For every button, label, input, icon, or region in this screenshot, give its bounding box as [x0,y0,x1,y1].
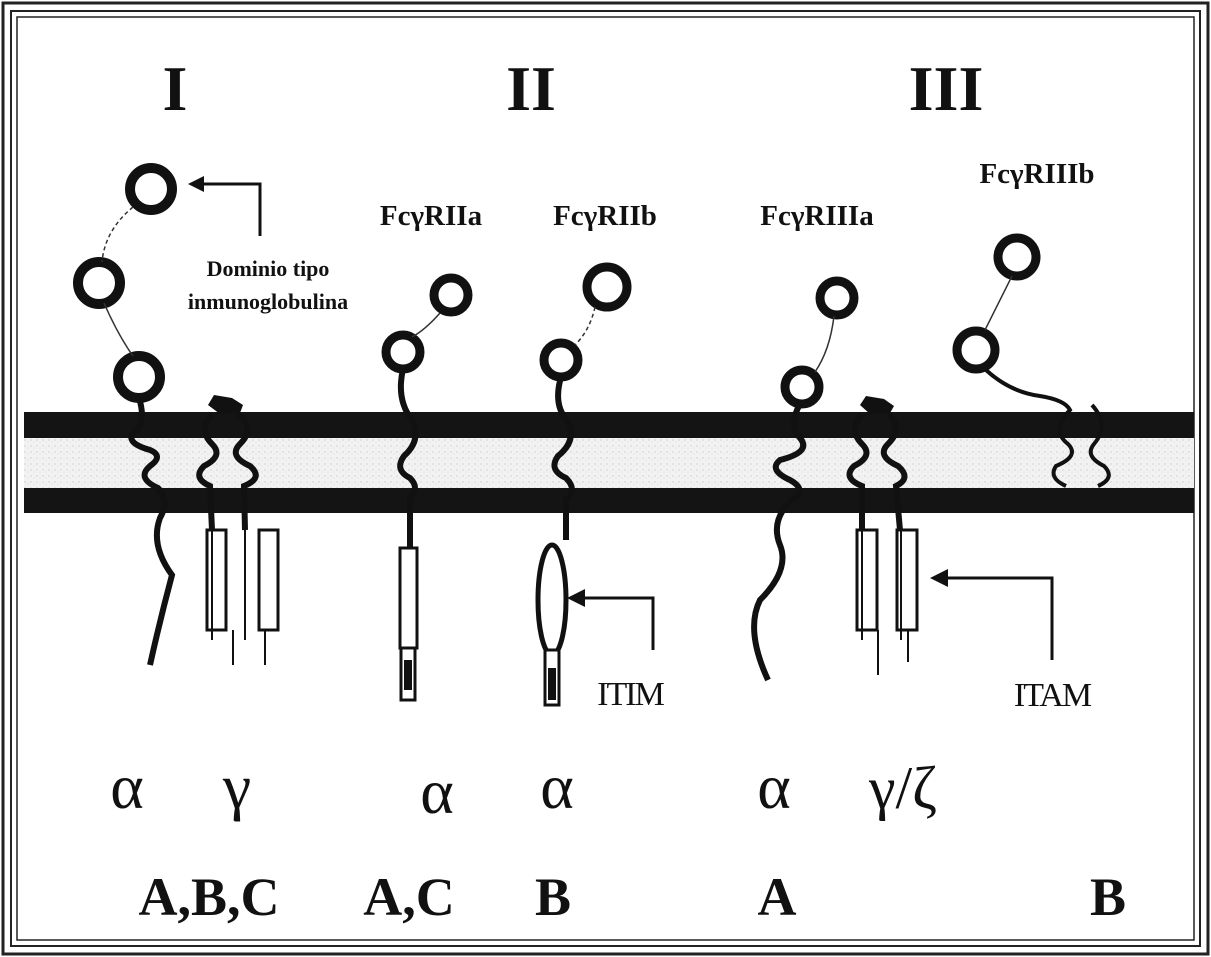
itam-box [207,530,226,630]
ig-domain-2 [544,343,578,377]
ig-domain-label-line1: Dominio tipo [207,256,330,281]
fcgriiia-label: FcγRIIIa [760,200,874,232]
fcgriiia-isoforms: A [758,867,797,927]
ig-domain-1 [820,281,854,315]
fcgriiia-gamma-zeta-chain: γ/ζ [868,755,937,821]
class-i-isoforms: A,B,C [138,867,279,927]
fcgriia-alpha-chain: α [420,756,454,827]
ig-domain-2 [386,335,420,369]
ig-domain-2 [957,331,995,369]
ig-domain-1 [130,168,172,210]
class-i-alpha-chain: α [110,751,144,822]
ig-domain-3 [118,356,160,398]
gamma-zeta-extracellular [860,396,894,414]
fcgriib-label: FcγRIIb [553,200,657,232]
ig-domain-pointer [188,176,260,236]
fcgriia-label: FcγRIIa [380,200,483,232]
fcgriia-isoforms: A,C [363,867,455,927]
gamma-chain-extracellular [208,395,243,414]
class-ii-heading: II [506,53,556,124]
class-i-gamma-chain: γ [222,751,251,822]
itam-label: ITAM [1014,677,1092,714]
itim-motif [538,545,566,655]
itim-pointer [567,589,653,650]
ig-domain-1 [434,278,468,312]
itam-box [259,530,278,630]
class-iii-heading: III [909,53,984,124]
class-i-heading: I [163,53,188,124]
ig-domain-1 [998,238,1036,276]
itim-label: ITIM [597,676,664,713]
fcgriib-alpha-chain: α [540,751,574,822]
itam-box [857,530,877,630]
fcgriib-isoforms: B [535,867,571,927]
ig-domain-label-line2: inmunoglobulina [188,289,348,314]
ig-domain-2 [78,262,120,304]
itam-pointer [930,569,1052,660]
cell-membrane [24,412,1194,513]
fcgriiib-isoforms: B [1090,867,1126,927]
fcgriiia-alpha-chain: α [757,751,791,822]
ig-domain-1 [587,267,627,307]
fcgriiib-label: FcγRIIIb [979,158,1094,190]
ig-domain-2 [785,370,819,404]
